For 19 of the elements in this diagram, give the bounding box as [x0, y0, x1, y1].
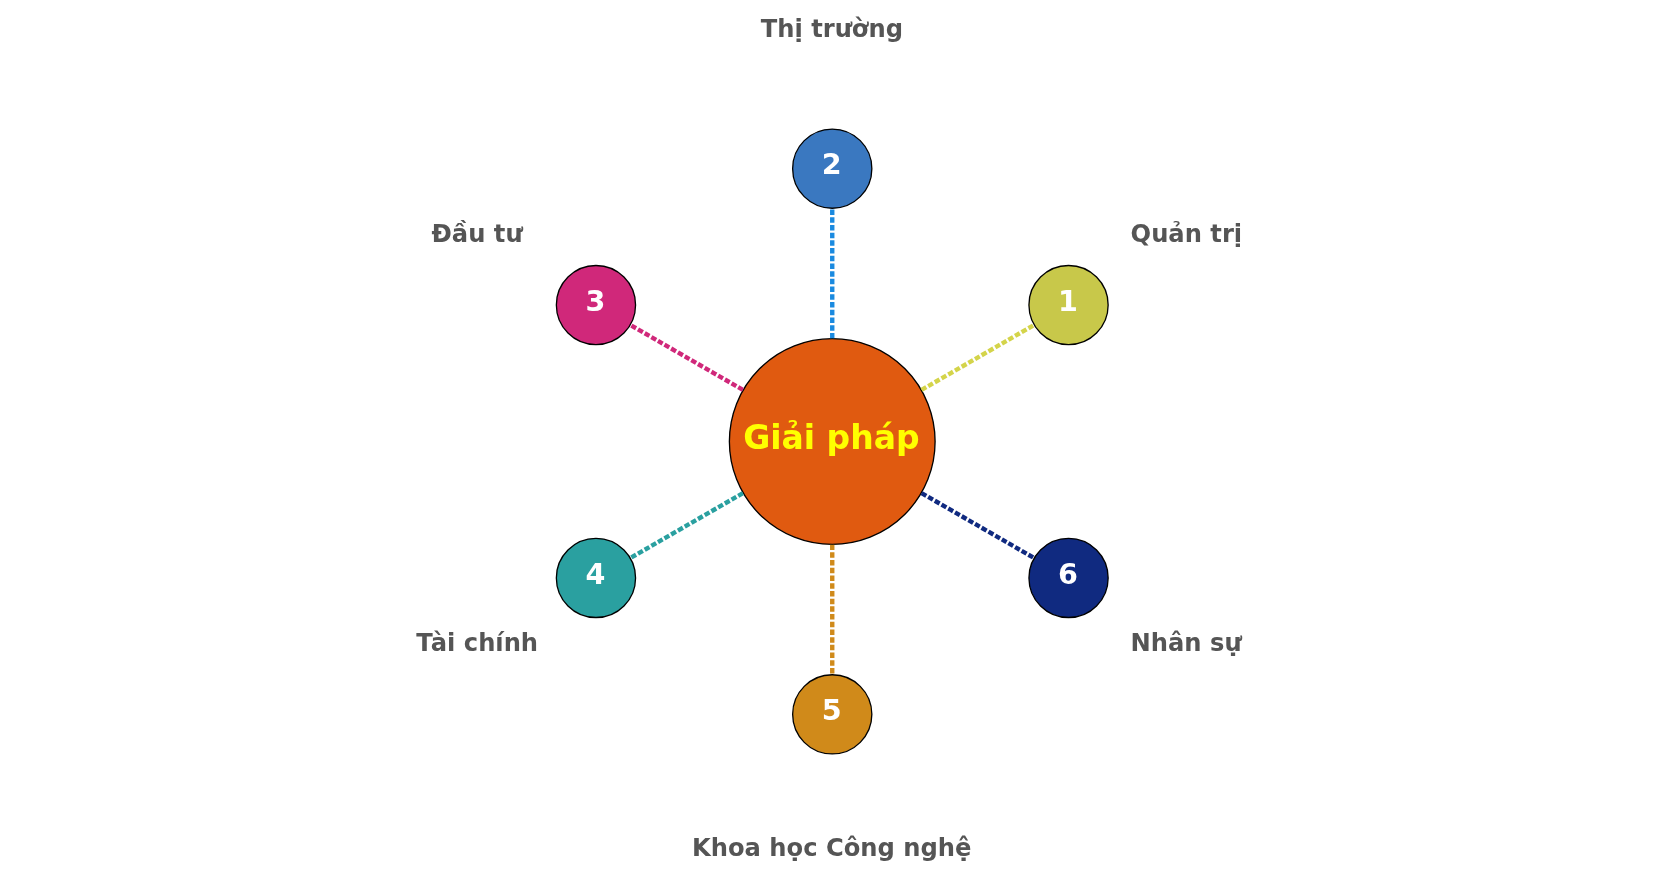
connector — [629, 323, 744, 392]
node-label: Đầu tư — [431, 219, 523, 248]
node-circle: 5 — [792, 674, 873, 755]
node-label: Thị trường — [760, 15, 904, 44]
node-circle: 6 — [1028, 537, 1109, 619]
node-label: Nhân sự — [1130, 629, 1242, 658]
node-label: Quản trị — [1130, 219, 1243, 248]
node-circle: 4 — [555, 537, 637, 619]
connector — [629, 491, 744, 560]
connector — [830, 208, 835, 339]
connector — [830, 544, 835, 675]
node-circle: 1 — [1028, 264, 1109, 346]
node-label: Tài chính — [416, 629, 539, 658]
node-circle: 2 — [792, 128, 873, 209]
node-circle: Giải pháp — [728, 337, 936, 545]
connector — [920, 323, 1036, 392]
connector — [920, 491, 1036, 560]
node-circle: 3 — [555, 264, 637, 346]
node-label: Khoa học Công nghệ — [691, 833, 972, 862]
